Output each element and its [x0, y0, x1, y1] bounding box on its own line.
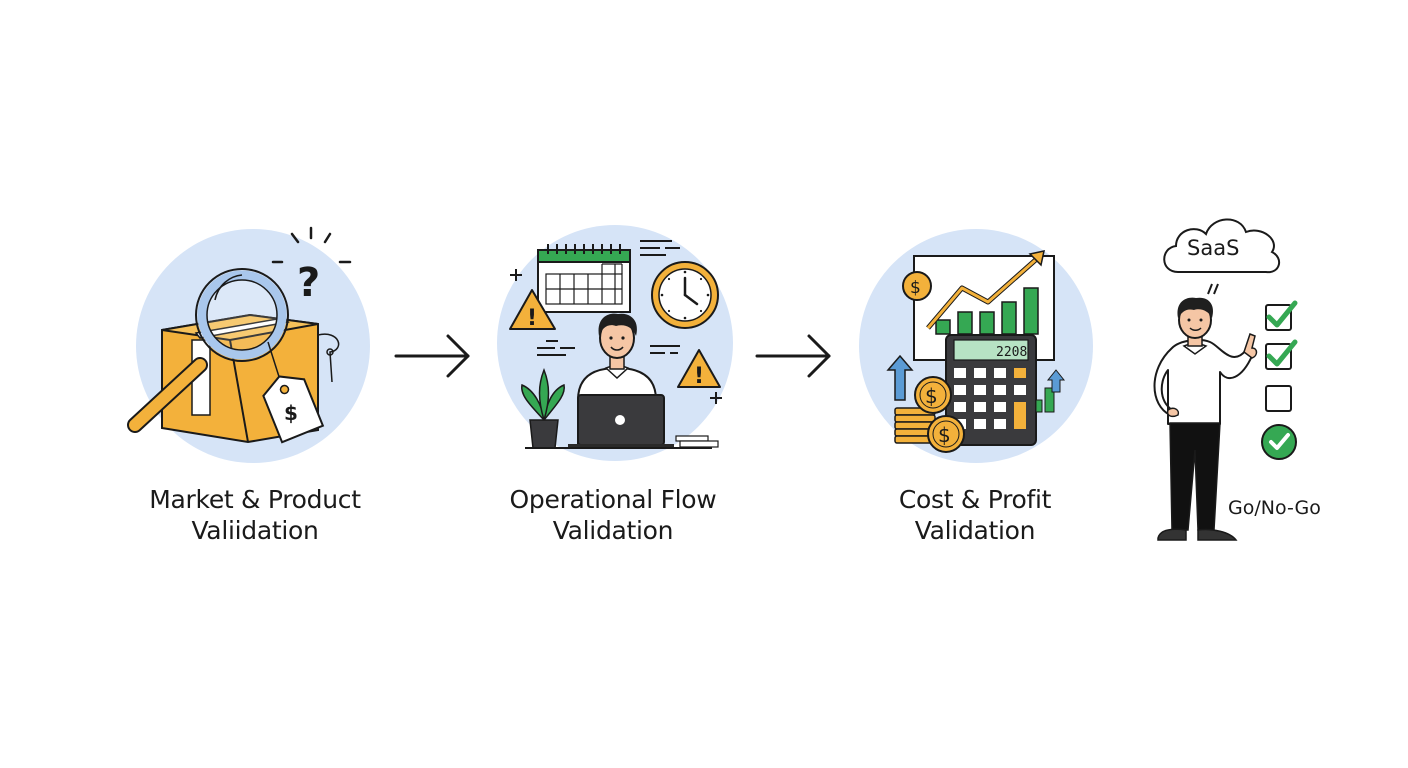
- step-label: Cost & Profit Validation: [845, 484, 1105, 546]
- step-label-line2: Valiidation: [191, 516, 319, 545]
- arrow-right-icon: [394, 334, 470, 378]
- calculator-display: 2208: [996, 345, 1027, 360]
- svg-text:!: !: [527, 306, 537, 331]
- step-label: Operational Flow Validation: [480, 484, 746, 546]
- svg-text:$: $: [938, 423, 951, 447]
- decision-go-no-go: SaaS Go/No-Go: [1130, 200, 1370, 550]
- svg-text:!: !: [694, 364, 704, 389]
- magnifier-box-price-tag-icon: ? $: [127, 226, 370, 463]
- person-checklist-icon: [1153, 218, 1298, 541]
- decision-label: Go/No-Go: [1228, 497, 1321, 519]
- svg-text:$: $: [910, 278, 921, 298]
- step-label-line1: Market & Product: [149, 485, 361, 514]
- step-operational-flow: ! ! Operational Flow V: [480, 220, 750, 560]
- svg-text:$: $: [925, 384, 938, 408]
- step-label-line1: Cost & Profit: [898, 485, 1052, 514]
- step-label-line2: Validation: [914, 516, 1036, 545]
- step-market-product: ? $ Market & Product Valiidation: [120, 220, 390, 560]
- step-label-line2: Validation: [552, 516, 674, 545]
- dollar-icon: $: [284, 401, 298, 425]
- step-cost-profit: $ 2208 $ $ Cost: [845, 220, 1105, 560]
- step-label: Market & Product Valiidation: [120, 484, 390, 546]
- arrow-right-icon: [755, 334, 831, 378]
- person-laptop-calendar-clock-icon: ! !: [497, 225, 733, 461]
- step-label-line1: Operational Flow: [509, 485, 717, 514]
- calculator-chart-coins-icon: $ 2208 $ $: [859, 229, 1093, 463]
- cloud-label: SaaS: [1187, 236, 1240, 260]
- question-mark-icon: ?: [297, 260, 320, 306]
